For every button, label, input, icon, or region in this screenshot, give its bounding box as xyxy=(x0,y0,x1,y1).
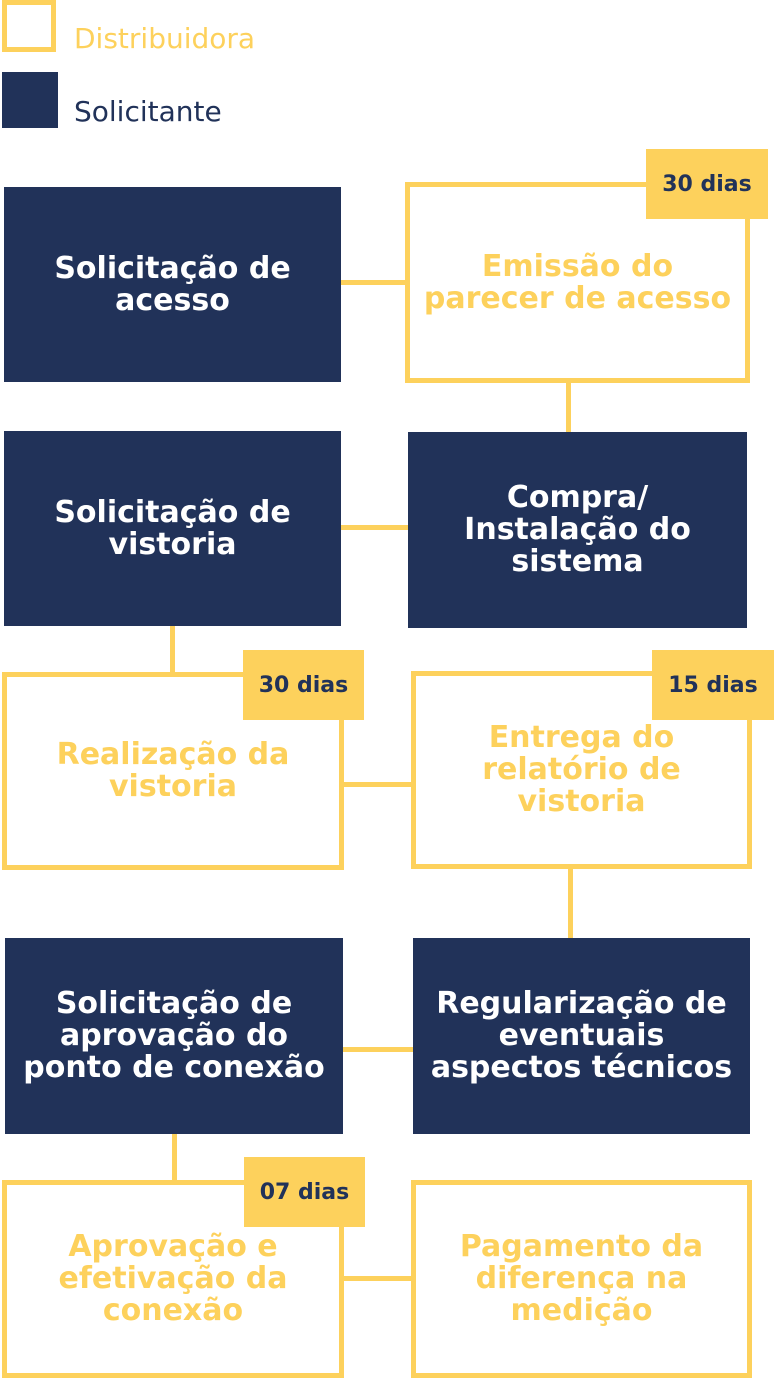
step-label: Aprovação e efetivação da conexão xyxy=(58,1229,288,1328)
step-regularizacao: Regularização de eventuais aspectos técn… xyxy=(413,938,750,1134)
step-label: Entrega do relatório de vistoria xyxy=(482,720,681,819)
step-solicitacao-acesso: Solicitação de acesso xyxy=(4,187,341,382)
step-solicitacao-vistoria: Solicitação de vistoria xyxy=(4,431,341,626)
step-compra-instalacao: Compra/ Instalação do sistema xyxy=(408,432,747,628)
duration-badge: 30 dias xyxy=(243,650,364,720)
step-label: Regularização de eventuais aspectos técn… xyxy=(430,986,733,1085)
step-label: Compra/ Instalação do sistema xyxy=(464,480,691,579)
connector-line xyxy=(172,1134,177,1182)
legend-label-distribuidora: Distribuidora xyxy=(74,22,256,55)
step-label: Emissão do parecer de acesso xyxy=(423,248,732,316)
step-solicitacao-aprovacao: Solicitação de aprovação do ponto de con… xyxy=(5,938,343,1134)
duration-badge: 30 dias xyxy=(646,149,768,219)
connector-line xyxy=(566,380,571,432)
step-label: Solicitação de aprovação do ponto de con… xyxy=(23,986,325,1085)
connector-line xyxy=(340,525,408,530)
step-label: Solicitação de vistoria xyxy=(54,494,291,562)
duration-badge: 15 dias xyxy=(652,650,774,720)
legend-swatch-solicitante xyxy=(2,72,58,128)
connector-line xyxy=(340,280,408,285)
step-pagamento-diferenca: Pagamento da diferença na medição xyxy=(411,1180,752,1378)
connector-line xyxy=(170,626,175,672)
step-label: Pagamento da diferença na medição xyxy=(459,1229,704,1328)
step-label: Solicitação de acesso xyxy=(54,250,291,318)
duration-badge: 07 dias xyxy=(244,1157,365,1227)
connector-line xyxy=(343,782,413,787)
step-label: Realização da vistoria xyxy=(56,737,290,804)
legend-label-solicitante: Solicitante xyxy=(74,95,222,128)
connector-line xyxy=(343,1276,413,1281)
legend-swatch-distribuidora xyxy=(2,0,56,52)
connector-line xyxy=(568,868,573,938)
connector-line xyxy=(343,1047,413,1052)
